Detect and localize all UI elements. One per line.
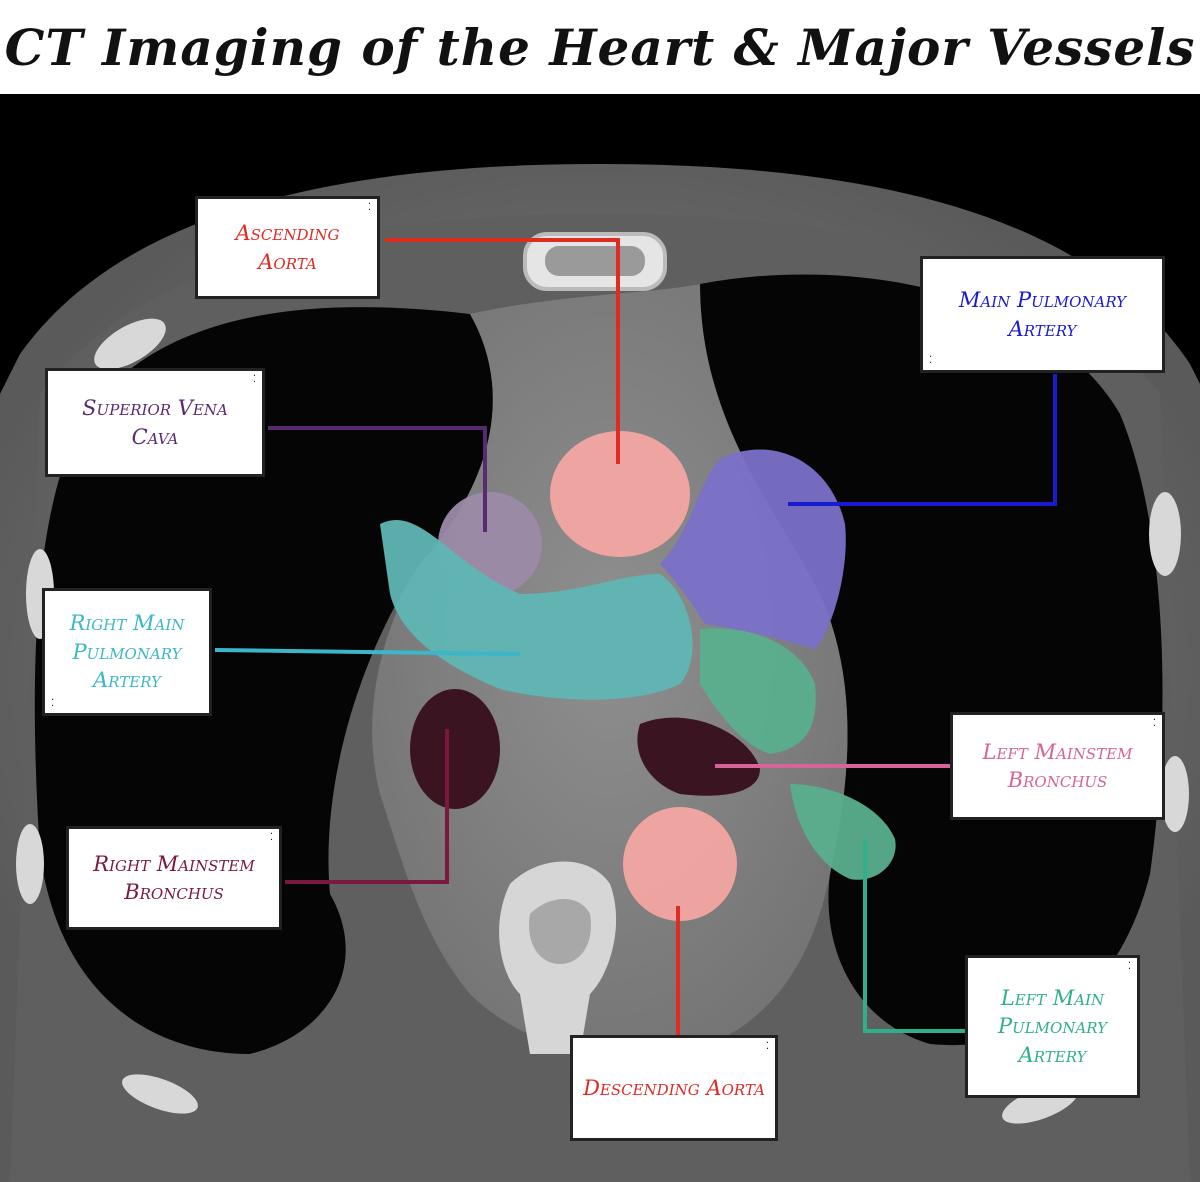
page-title: CT Imaging of the Heart & Major Vessels	[4, 17, 1196, 77]
superior-vena-cava-leader	[268, 426, 487, 532]
dots-icon: ⁚	[765, 1041, 769, 1052]
main-pulmonary-artery-shape	[660, 449, 846, 649]
ascending-aorta-leader	[385, 238, 620, 464]
left-mainstem-bronchus-label: Left Mainstem Bronchus ⁚	[950, 712, 1165, 820]
ascending-aorta-shape	[550, 431, 690, 557]
right-mainstem-bronchus-label: Right Mainstem Bronchus ⁚	[66, 826, 282, 930]
left-main-pulmonary-artery-shape	[700, 628, 816, 754]
right-main-pulmonary-artery-label: Right Main Pulmonary Artery ⁚	[42, 588, 212, 716]
dots-icon: ⁚	[1152, 718, 1156, 729]
descending-aorta-shape	[623, 807, 737, 921]
right-mainstem-bronchus-leader	[285, 729, 449, 884]
dots-icon: ⁚	[1127, 961, 1131, 972]
left-mainstem-bronchus-shape	[637, 717, 760, 796]
dots-icon: ⁚	[367, 202, 371, 213]
right-mainstem-bronchus-shape	[410, 689, 500, 809]
left-main-pulmonary-artery-label: Left Main Pulmonary Artery ⁚	[965, 955, 1140, 1098]
dots-icon: ⁚	[252, 374, 256, 385]
dots-icon: ⁚	[929, 355, 933, 366]
main-pulmonary-artery-leader	[788, 374, 1057, 506]
descending-aorta-label: Descending Aorta ⁚	[570, 1035, 778, 1141]
left-main-pulmonary-artery-leader	[863, 839, 965, 1033]
main-pulmonary-artery-label: Main Pulmonary Artery ⁚	[920, 256, 1165, 373]
dots-icon: ⁚	[51, 698, 55, 709]
ascending-aorta-label: Ascending Aorta ⁚	[195, 196, 380, 299]
superior-vena-cava-label: Superior Vena Cava ⁚	[45, 368, 265, 477]
dots-icon: ⁚	[269, 832, 273, 843]
right-main-pulmonary-artery-leader	[214, 648, 521, 656]
left-lung	[700, 274, 1163, 1046]
